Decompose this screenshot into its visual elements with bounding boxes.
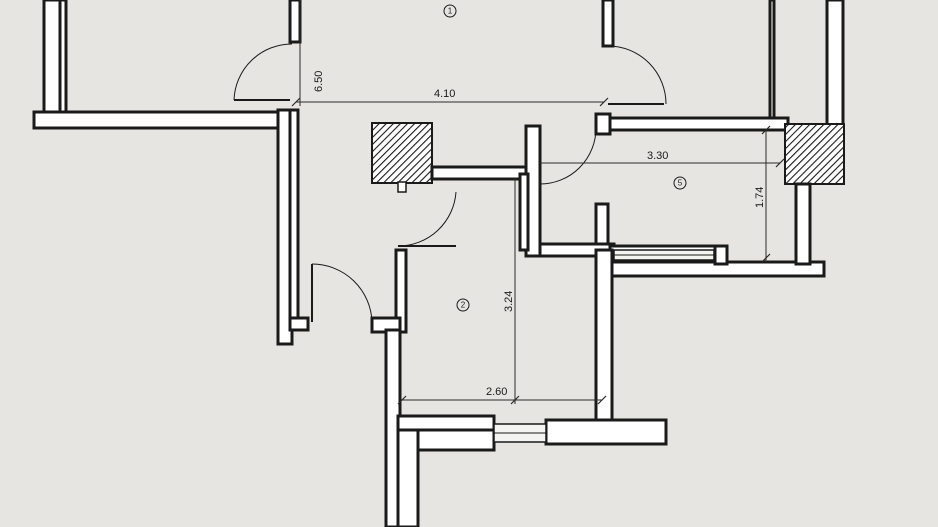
- room-number-2: 2: [461, 301, 466, 310]
- dimension-lines: [291, 0, 785, 405]
- room-2-walls: [370, 172, 668, 527]
- room-5-walls: [430, 112, 826, 278]
- room-number-1: 1: [448, 7, 453, 16]
- room-marker-2: 2: [456, 298, 470, 312]
- dimension-label-height-room1: 6.50: [313, 71, 325, 92]
- dimension-label-width-room2: 2.60: [486, 386, 507, 398]
- dimension-label-height-room2: 3.24: [503, 291, 515, 312]
- room-number-5: 5: [678, 179, 683, 188]
- dimension-label-width-room1: 4.10: [434, 88, 455, 100]
- dimension-label-height-room5: 1.74: [754, 187, 766, 208]
- dimension-label-width-room5: 3.30: [647, 150, 668, 162]
- shaft-marker: [397, 181, 407, 193]
- hatched-shaft-right: [784, 123, 845, 185]
- hatched-shaft-left: [371, 122, 433, 184]
- room-marker-1: 1: [443, 4, 457, 18]
- room-marker-5: 5: [673, 176, 687, 190]
- doors: [233, 43, 667, 323]
